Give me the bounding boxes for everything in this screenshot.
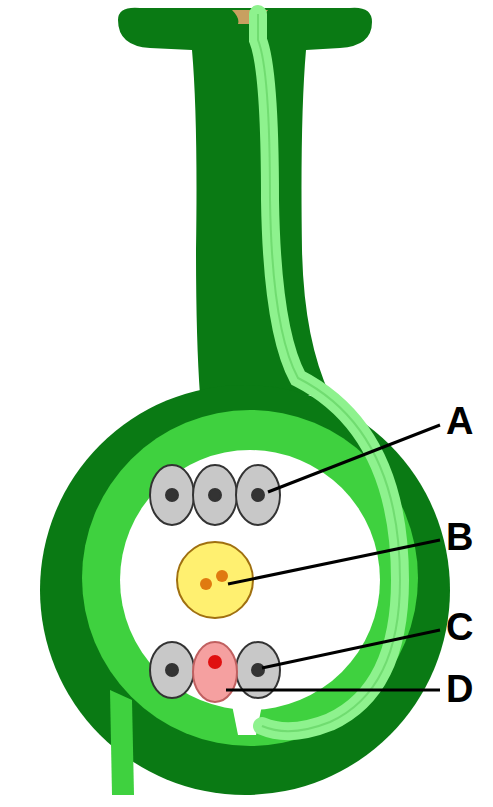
pollen-tube-edge bbox=[258, 14, 400, 731]
callout-letter: C bbox=[446, 608, 473, 646]
pollen-tube-guide bbox=[243, 12, 412, 744]
leader-lines bbox=[226, 425, 440, 690]
funicle bbox=[110, 690, 134, 795]
egg-cell bbox=[193, 642, 237, 702]
antipodal-cells bbox=[150, 465, 280, 525]
callout-letter: D bbox=[446, 670, 473, 708]
callout-letter: A bbox=[446, 402, 473, 440]
pollen-tube bbox=[258, 14, 400, 731]
callout-letter: B bbox=[446, 518, 473, 556]
pistil-body bbox=[40, 8, 450, 795]
